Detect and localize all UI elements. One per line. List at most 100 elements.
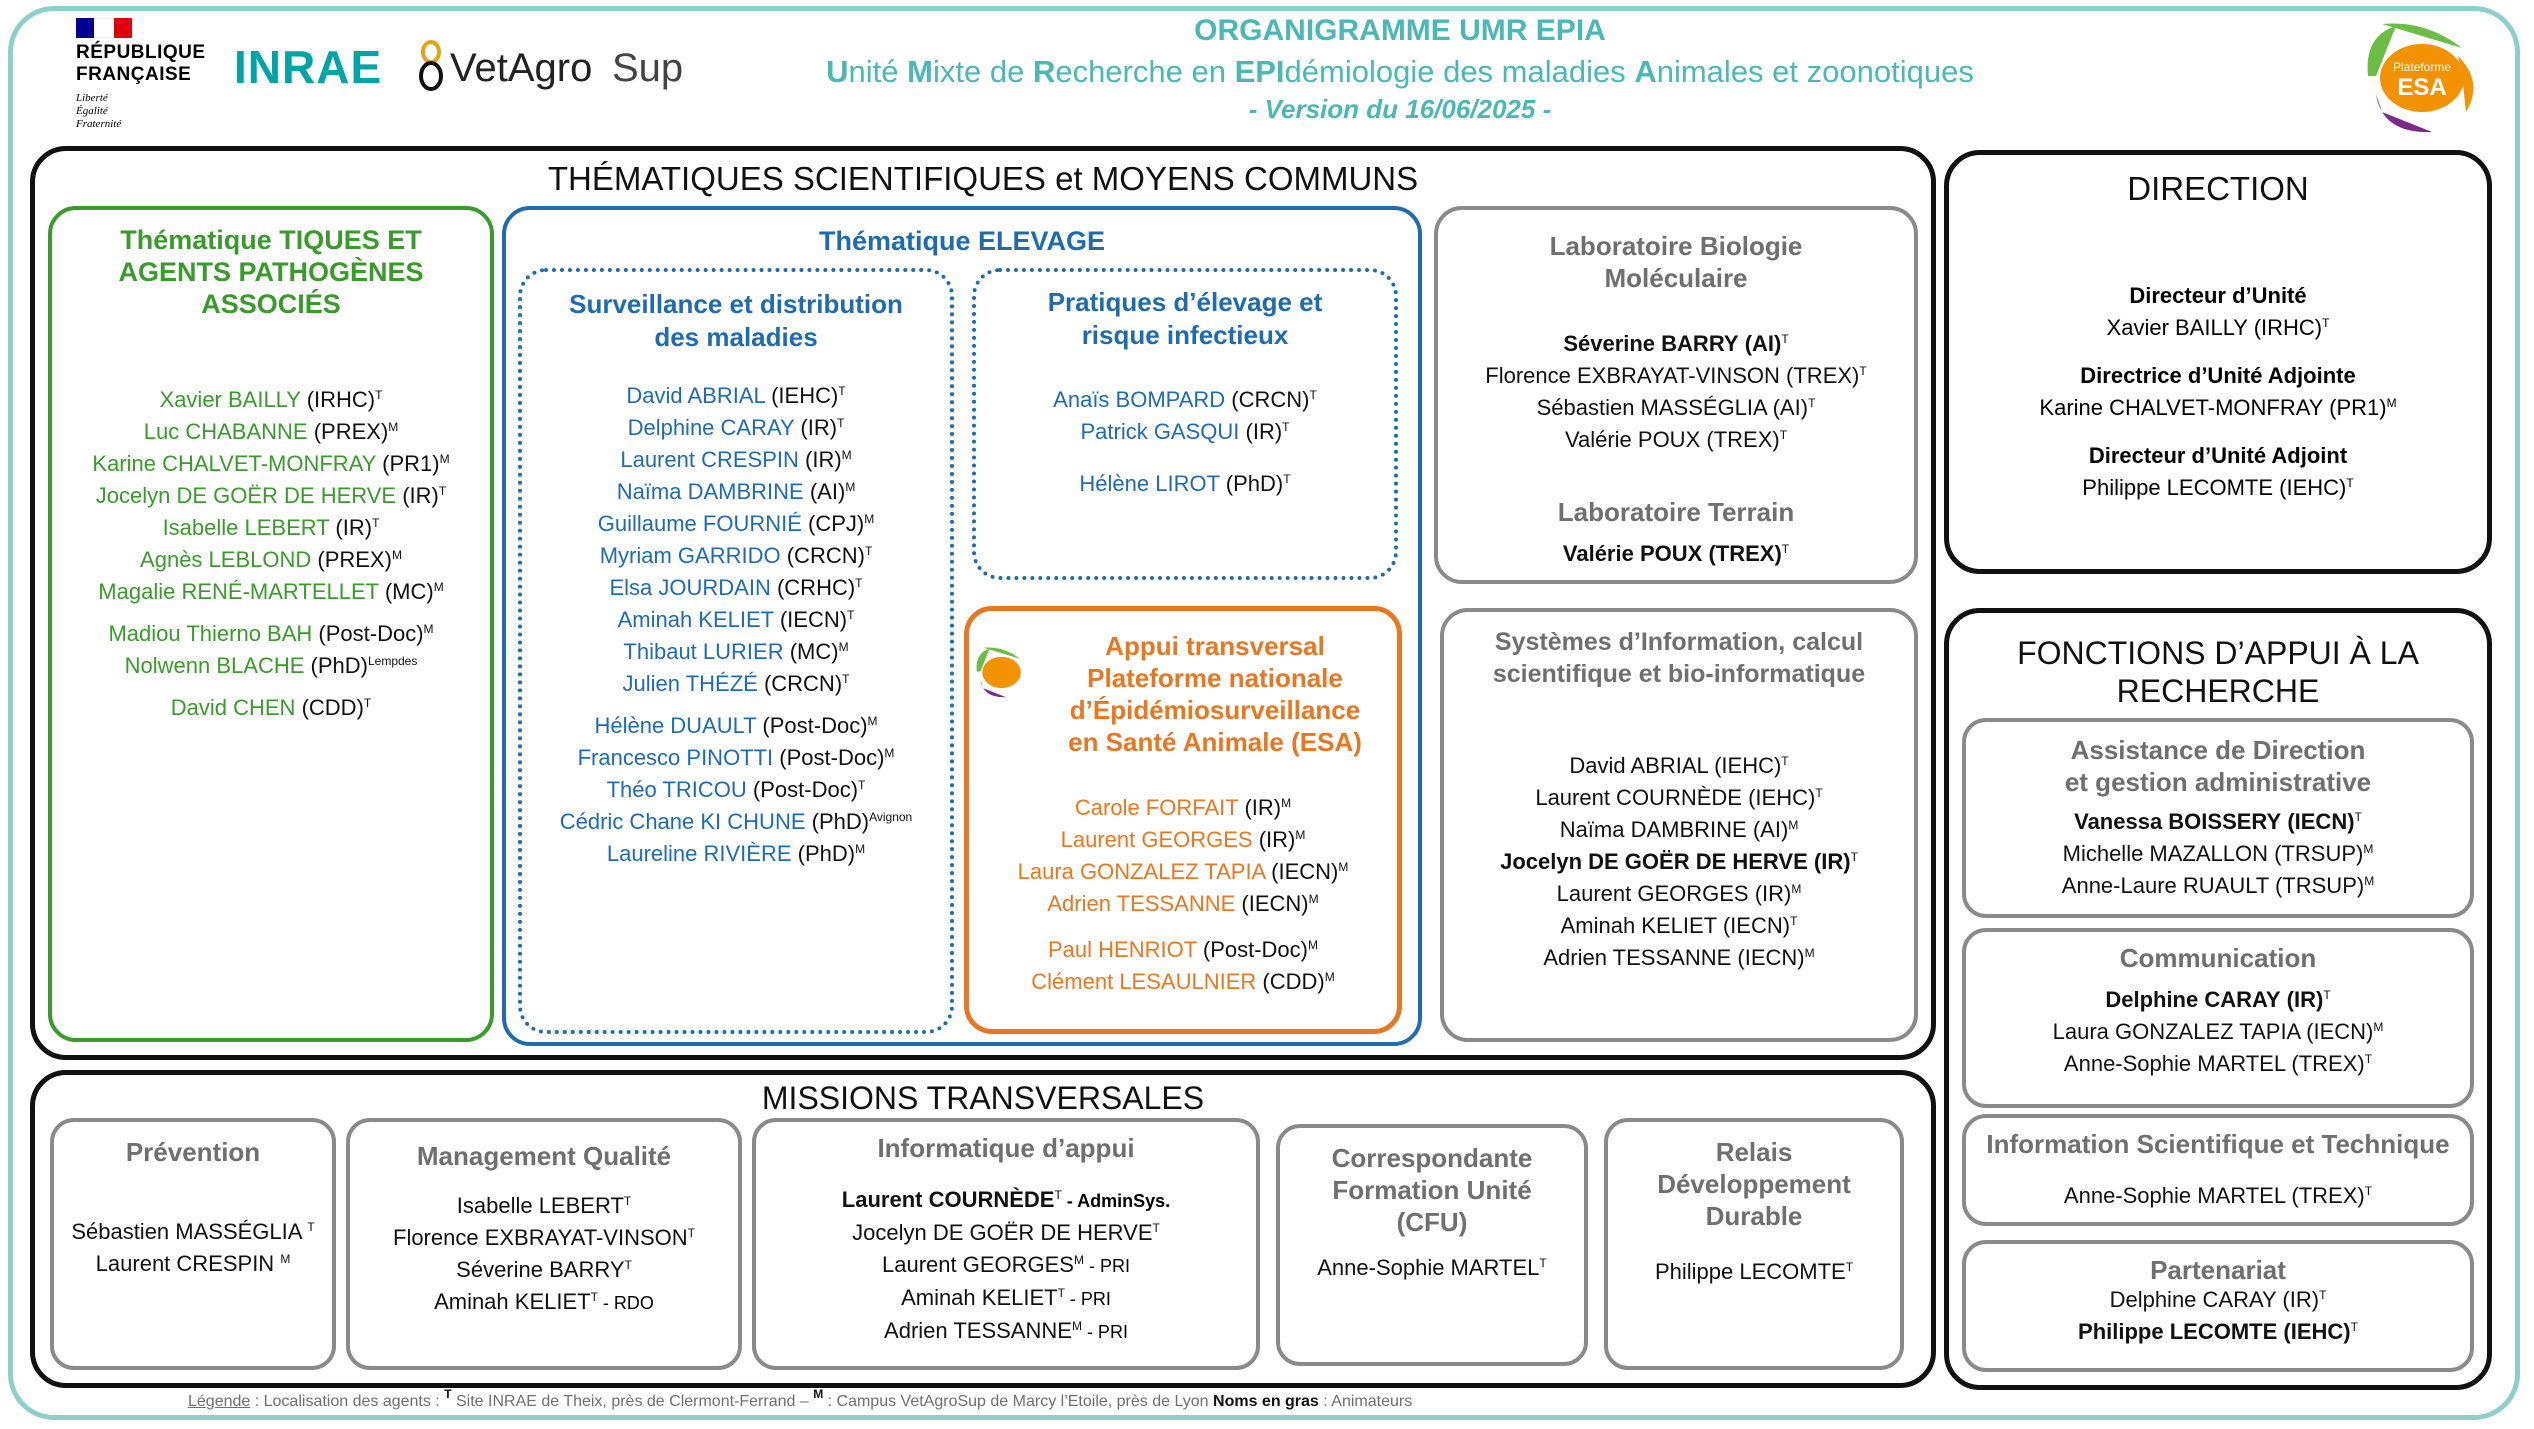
member-location-sup: M	[388, 420, 399, 434]
member-role: (TRSUP)	[2274, 841, 2364, 866]
member-line: Séverine BARRYT	[346, 1254, 742, 1286]
tiques-title-line: Thématique TIQUES ET	[120, 225, 422, 255]
member-role: (AI)	[1744, 331, 1782, 356]
member-location-sup: M	[391, 548, 402, 562]
member-line: Delphine CARAY (IR)T	[518, 412, 954, 444]
member-line: Laurent CRESPIN M	[50, 1248, 336, 1280]
member-role: (IR)	[2286, 987, 2324, 1012]
member-line: David ABRIAL (IEHC)T	[1440, 750, 1918, 782]
labo-terrain-members: Valérie POUX (TREX)T	[1434, 538, 1918, 570]
member-role: (PREX)	[313, 419, 389, 444]
member-line: Théo TRICOU (Post-Doc)T	[518, 774, 954, 806]
labo-bio-title-line: Moléculaire	[1604, 263, 1748, 293]
relais-title-line: Durable	[1705, 1201, 1803, 1231]
member-line: Delphine CARAY (IR)T	[1962, 984, 2474, 1016]
member-name: Patrick GASQUI	[1080, 419, 1240, 444]
vetagro-symbol-icon	[419, 40, 443, 91]
member-line: Agnès LEBLOND (PREX)M	[48, 544, 494, 576]
member-line: David ABRIAL (IEHC)T	[518, 380, 954, 412]
legend-text: Site INRAE de Theix, près de Clermont-Fe…	[451, 1393, 814, 1410]
member-name: Nolwenn BLACHE	[124, 653, 305, 678]
direction-member: Philippe LECOMTE (IEHC)T	[1944, 472, 2492, 504]
tiques-box	[48, 206, 494, 1042]
member-location-sup: T	[2350, 1320, 2358, 1334]
vetagro-text: VetAgro	[450, 46, 593, 90]
republique-francaise-logo: RÉPUBLIQUE FRANÇAISE Liberté Égalité Fra…	[76, 18, 206, 136]
member-suffix: - PRI	[1081, 1322, 1128, 1342]
subtitle-segment: nimales et zoonotiques	[1656, 54, 1974, 89]
member-name: Aminah KELIET	[617, 607, 774, 632]
member-suffix: - PRI	[1083, 1256, 1130, 1276]
subtitle-segment: echerche en	[1055, 54, 1235, 89]
member-line: Laureline RIVIÈRE (PhD)M	[518, 838, 954, 870]
member-role: (Post-Doc)	[752, 777, 859, 802]
member-location-sup: T	[590, 1290, 598, 1304]
subtitle-segment: A	[1634, 54, 1657, 89]
si-box	[1440, 608, 1918, 1042]
member-name: Sébastien MASSÉGLIA	[1536, 395, 1767, 420]
member-name: Anne-Sophie MARTEL	[2063, 1183, 2286, 1208]
member-location-sup: M	[423, 622, 434, 636]
member-location-sup: M	[2364, 874, 2375, 888]
member-location-sup: T	[837, 416, 845, 430]
legend-m-sup: M	[813, 1387, 824, 1401]
subtitle-segment: R	[1032, 54, 1056, 89]
member-name: Vanessa BOISSERY	[2074, 809, 2282, 834]
member-role: (IR)	[402, 483, 439, 508]
member-location-sup: T	[864, 544, 873, 558]
member-line: Anaïs BOMPARD (CRCN)T	[972, 384, 1398, 416]
communication-box	[1962, 928, 2474, 1108]
member-role: (PhD)	[1225, 471, 1284, 496]
member-line: Nolwenn BLACHE (PhD)Lempdes	[48, 650, 494, 682]
member-location-sup: T	[855, 576, 863, 590]
member-role: (IR)	[805, 447, 842, 472]
relais-title-line: Relais	[1715, 1137, 1793, 1167]
member-line: Anne-Sophie MARTEL (TREX)T	[1962, 1180, 2474, 1212]
member-location-sup: M	[1281, 796, 1292, 810]
direction-location-sup: T	[2346, 476, 2354, 490]
tiques-title: Thématique TIQUES ET AGENTS PATHOGÈNES A…	[48, 224, 494, 320]
member-name: Adrien TESSANNE	[884, 1318, 1072, 1343]
direction-location-sup: M	[2386, 396, 2397, 410]
member-role: (IEHC)	[1748, 785, 1816, 810]
member-location-sup: T	[1781, 332, 1789, 346]
member-name: Guillaume FOURNIÉ	[597, 511, 802, 536]
member-role: (CDD)	[301, 695, 364, 720]
member-location-sup: M	[1788, 818, 1799, 832]
member-role: (CRCN)	[1231, 387, 1310, 412]
thematiques-section	[30, 146, 1936, 1060]
surveillance-title-line: des maladies	[654, 322, 818, 352]
subtitle-segment: nité	[848, 54, 908, 89]
assistance-title-line: Assistance de Direction	[2070, 735, 2366, 765]
member-location-sup: Avignon	[869, 810, 913, 824]
esa-logo-line2: ESA	[2397, 74, 2447, 101]
member-role: (IR)	[1258, 827, 1296, 852]
direction-name: Karine CHALVET-MONFRAY (PR1)	[2039, 395, 2387, 420]
appui-title: FONCTIONS D’APPUI À LA RECHERCHE	[1944, 634, 2492, 710]
member-role: (TREX)	[2291, 1051, 2365, 1076]
qualite-title: Management Qualité	[416, 1141, 672, 1171]
member-location-sup: M	[1073, 1253, 1084, 1267]
member-name: Paul HENRIOT	[1048, 937, 1197, 962]
esa-logo-icon	[976, 647, 1021, 698]
member-location-sup: M	[1324, 970, 1335, 984]
prevention-box	[50, 1118, 336, 1370]
member-role: (IR)	[800, 415, 838, 440]
legend-text: : Campus VetAgroSup de Marcy l’Etoile, p…	[823, 1393, 1214, 1410]
member-name: David CHEN	[170, 695, 296, 720]
member-name: Julien THÉZÉ	[622, 671, 758, 696]
member-location-sup: T	[1539, 1256, 1547, 1270]
legend-t-sup: T	[444, 1387, 452, 1401]
pratiques-title-line: risque infectieux	[1081, 320, 1289, 350]
member-location-sup: T	[372, 516, 380, 530]
appui-title-line: RECHERCHE	[2116, 673, 2320, 709]
member-line: Laura GONZALEZ TAPIA (IECN)M	[964, 856, 1402, 888]
member-role: (IR)	[1244, 795, 1282, 820]
member-name: Francesco PINOTTI	[577, 745, 774, 770]
member-name: Aminah KELIET	[434, 1289, 591, 1314]
member-line: Florence EXBRAYAT-VINSON (TREX)T	[1434, 360, 1918, 392]
member-role: (IECN)	[1722, 913, 1791, 938]
